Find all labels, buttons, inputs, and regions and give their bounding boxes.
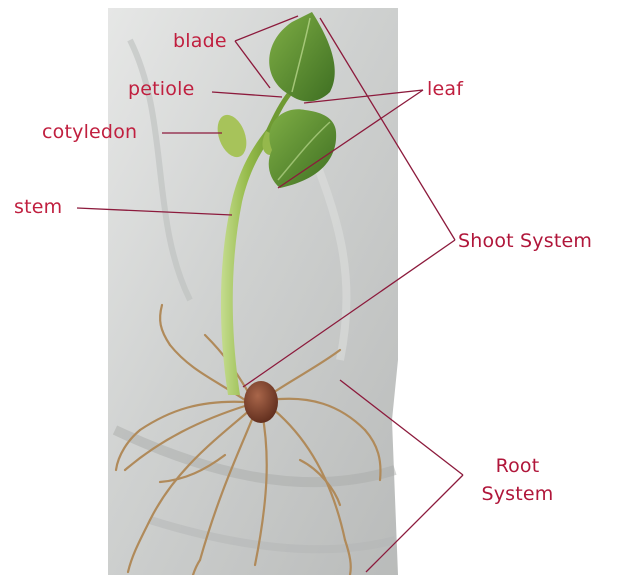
seed xyxy=(244,381,278,423)
label-leaf: leaf xyxy=(427,78,463,100)
label-petiole: petiole xyxy=(128,78,194,100)
label-root-system-line1: Root xyxy=(470,455,565,477)
label-shoot-system: Shoot System xyxy=(458,230,592,252)
label-cotyledon: cotyledon xyxy=(42,121,137,143)
label-stem: stem xyxy=(14,196,62,218)
label-blade: blade xyxy=(173,30,227,52)
label-root-system-line2: System xyxy=(470,483,565,505)
